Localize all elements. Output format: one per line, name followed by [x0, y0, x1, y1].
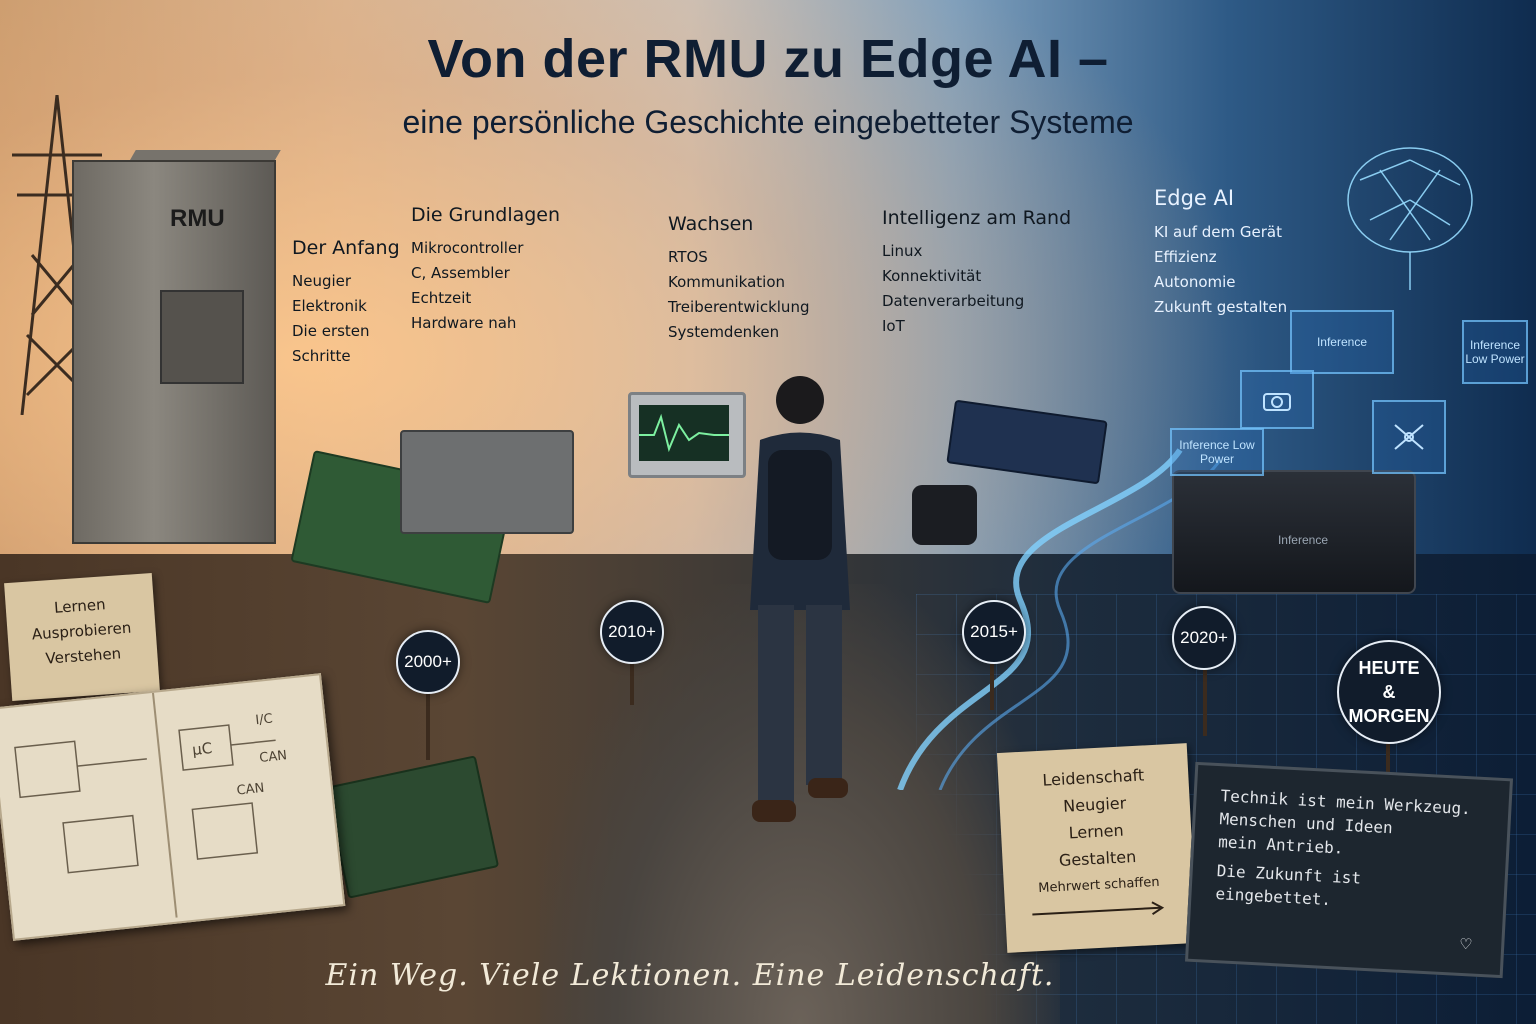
page-title: Von der RMU zu Edge AI – — [427, 29, 1109, 89]
stage-die-grundlagen: Die Grundlagen Mikrocontroller C, Assemb… — [411, 204, 560, 336]
chalkboard: Technik ist mein Werkzeug. Menschen und … — [1184, 761, 1514, 979]
stage-heading: Der Anfang — [292, 237, 400, 259]
rmu-control-panel — [160, 290, 244, 384]
stage-item: KI auf dem Gerät — [1154, 223, 1282, 241]
stage-heading: Edge AI — [1154, 186, 1235, 210]
stage-item: IoT — [882, 317, 905, 335]
arrow-right-icon — [1032, 901, 1165, 916]
network-icon — [1394, 424, 1424, 450]
stage-item: Elektronik — [292, 297, 367, 315]
marker-pole — [1386, 740, 1390, 780]
notebook-sketch: μC I/C CAN CAN — [0, 673, 346, 941]
camera-module — [912, 485, 977, 545]
stage-heading: Intelligenz am Rand — [882, 207, 1072, 229]
timeline-marker-2015: 2015+ — [962, 600, 1026, 664]
camera-icon — [1263, 392, 1291, 411]
holo-panel-network — [1372, 400, 1446, 474]
stage-item: Linux — [882, 242, 923, 260]
stage-item: Systemdenken — [668, 323, 780, 341]
glowing-path — [897, 448, 1222, 790]
stage-item: Mikrocontroller — [411, 239, 524, 257]
timeline-marker-heute-morgen: HEUTE & MORGEN — [1337, 640, 1441, 744]
oscilloscope — [628, 392, 746, 478]
holo-panel-camera — [1240, 370, 1314, 429]
stage-item: Konnektivität — [882, 267, 982, 285]
plc-module — [400, 430, 574, 534]
timeline-marker-2010: 2010+ — [600, 600, 664, 664]
notebook-label: CAN — [259, 748, 288, 766]
stage-item: Hardware nah — [411, 314, 517, 332]
holo-panel-inference-low-power: Inference Low Power — [1170, 428, 1264, 476]
stage-item: Schritte — [292, 347, 351, 365]
stage-item: Echtzeit — [411, 289, 472, 307]
stage-der-anfang: Der Anfang Neugier Elektronik Die ersten… — [292, 237, 400, 369]
stage-item: Kommunikation — [668, 273, 786, 291]
timeline-marker-2000: 2000+ — [396, 630, 460, 694]
walking-person — [750, 376, 850, 822]
rmu-label: RMU — [170, 205, 225, 232]
stage-item: Treiberentwicklung — [668, 298, 810, 316]
stage-item: Autonomie — [1154, 273, 1236, 291]
marker-pole — [630, 660, 634, 705]
stage-heading: Die Grundlagen — [411, 204, 561, 226]
stage-item: Zukunft gestalten — [1154, 298, 1288, 316]
stage-heading: Wachsen — [668, 213, 754, 235]
center-wooden-sign: Leidenschaft Neugier Lernen Gestalten Me… — [996, 743, 1198, 953]
holo-panel-low-power: Inference Low Power — [1462, 320, 1528, 384]
page-subtitle: eine persönliche Geschichte eingebettete… — [402, 104, 1134, 140]
heart-icon: ♡ — [1459, 933, 1472, 956]
marker-pole — [426, 690, 430, 760]
stage-item: Effizienz — [1154, 248, 1217, 266]
holo-panel-inference: Inference — [1290, 310, 1394, 374]
tagline: Ein Weg. Viele Lektionen. Eine Leidensch… — [325, 958, 1055, 993]
notebook-label: μC — [191, 739, 213, 759]
stage-item: Datenverarbeitung — [882, 292, 1025, 310]
stage-intelligenz-am-rand: Intelligenz am Rand Linux Konnektivität … — [882, 207, 1071, 339]
stage-item: C, Assembler — [411, 264, 510, 282]
stage-item: Neugier — [292, 272, 352, 290]
marker-line: & — [1382, 682, 1396, 702]
marker-line: MORGEN — [1348, 706, 1430, 726]
notebook-label: I/C — [255, 712, 274, 729]
stage-item: Die ersten — [292, 322, 370, 340]
timeline-marker-2020: 2020+ — [1172, 606, 1236, 670]
marker-pole — [990, 660, 994, 710]
edge-box-label: Inference — [1277, 533, 1329, 547]
left-wooden-sign: Lernen Ausprobieren Verstehen — [4, 572, 160, 702]
brain-network-icon — [1347, 147, 1473, 290]
stage-item: RTOS — [668, 248, 708, 266]
edge-ai-box — [1172, 470, 1416, 594]
marker-line: HEUTE — [1358, 658, 1420, 678]
notebook-label: CAN — [236, 781, 265, 799]
marker-pole — [1203, 666, 1207, 736]
stage-wachsen: Wachsen RTOS Kommunikation Treiberentwic… — [668, 213, 809, 345]
stage-edge-ai: Edge AI KI auf dem Gerät Effizienz Auton… — [1154, 186, 1287, 320]
